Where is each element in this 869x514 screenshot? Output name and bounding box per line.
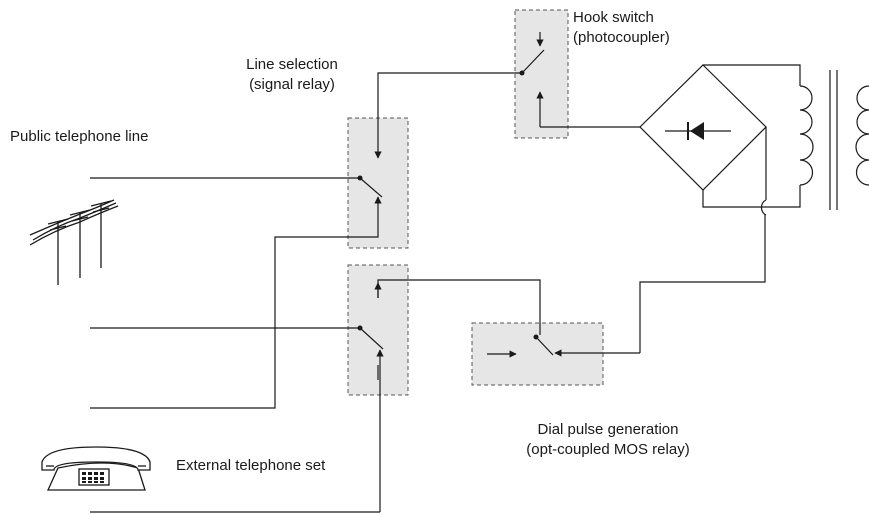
hook-switch-blade: [521, 49, 545, 74]
external-telephone-set-label: External telephone set: [176, 456, 325, 476]
primary-coil: [799, 85, 814, 186]
secondary-coil: [855, 85, 869, 186]
dial-pulse-title: Dial pulse generation: [537, 421, 679, 438]
dial-pulse-label: Dial pulse generation (opt-coupled MOS r…: [488, 420, 728, 460]
public-telephone-line-text: Public telephone line: [10, 128, 149, 145]
line-select-to-hook-wire: [377, 72, 522, 148]
public-telephone-line-label: Public telephone line: [10, 127, 148, 147]
hook-switch-title: Hook switch: [573, 9, 654, 26]
lower-relay-blade: [359, 327, 384, 350]
line-selection-label: Line selection (signal relay): [212, 55, 372, 95]
upper-relay-blade: [359, 177, 383, 198]
diode-icon: [690, 122, 704, 140]
hook-switch-label: Hook switch (photocoupler): [573, 8, 670, 48]
line-selection-subtitle: (signal relay): [249, 76, 335, 93]
dial-to-bridge-wire: [639, 215, 766, 353]
hook-switch-pivot: [519, 70, 525, 76]
dial-pulse-pivot: [533, 334, 539, 340]
wire-crossover-hop: [760, 199, 767, 216]
hook-switch-subtitle: (photocoupler): [573, 29, 670, 46]
dial-pulse-subtitle: (opt-coupled MOS relay): [526, 441, 690, 458]
external-telephone-set-text: External telephone set: [176, 457, 326, 474]
lower-relay-pivot: [357, 325, 363, 331]
bridge-bottom-wire: [702, 185, 801, 208]
telephone-icon: [41, 446, 151, 491]
upper-relay-contact-bottom: [90, 218, 379, 409]
line-selection-title: Line selection: [246, 56, 338, 73]
dial-pulse-blade: [535, 336, 554, 356]
upper-relay-pivot: [357, 175, 363, 181]
telephone-pole-icon: [29, 199, 119, 285]
bridge-top-wire: [703, 64, 801, 86]
